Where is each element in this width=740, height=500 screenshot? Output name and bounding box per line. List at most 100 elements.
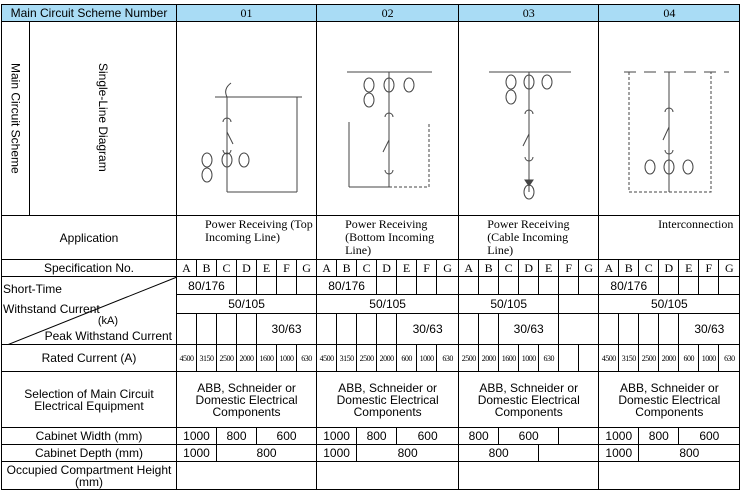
application-02: Power Receiving (Bottom Incoming Line) bbox=[316, 215, 460, 260]
rated-value: 1600 bbox=[498, 344, 520, 372]
application-03: Power Receiving (Cable Incoming Line) bbox=[458, 215, 600, 260]
scheme-number: 02 bbox=[316, 4, 460, 22]
short-time-value: 80/176 bbox=[176, 276, 237, 295]
short-time-value: 80/176 bbox=[316, 276, 378, 295]
rated-value bbox=[578, 344, 600, 372]
width-value: 1000 bbox=[176, 427, 217, 445]
spec-letter: C bbox=[216, 259, 237, 277]
spec-letter: F bbox=[276, 259, 297, 277]
spec-letter: A bbox=[458, 259, 480, 277]
peak-value: 30/63 bbox=[255, 313, 318, 345]
spec-letter: E bbox=[678, 259, 700, 277]
width-value: 600 bbox=[255, 427, 318, 445]
peak-value: 30/63 bbox=[396, 313, 460, 345]
rated-value: 2500 bbox=[638, 344, 660, 372]
scheme-number: 04 bbox=[598, 4, 740, 22]
spec-letter: A bbox=[598, 259, 620, 277]
single-line-diagram-03 bbox=[489, 71, 572, 200]
application-row: Application Power Receiving (Top Incomin… bbox=[1, 215, 740, 260]
selection-value: ABB, Schneider or Domestic Electrical Co… bbox=[458, 371, 600, 428]
selection-label: Selection of Main Circuit Electrical Equ… bbox=[1, 371, 177, 428]
spec-letter: D bbox=[236, 259, 257, 277]
spec-letter: A bbox=[316, 259, 338, 277]
peak-label: Peak Withstand Current bbox=[44, 329, 172, 343]
diagram-01 bbox=[175, 21, 318, 216]
spec-letter: D bbox=[658, 259, 680, 277]
width-label: Cabinet Width (mm) bbox=[1, 427, 177, 445]
spec-letter: G bbox=[578, 259, 600, 277]
rated-value: 2000 bbox=[658, 344, 680, 372]
short-time-value: 50/105 bbox=[598, 294, 740, 314]
rated-value: 4500 bbox=[316, 344, 338, 372]
selection-value: ABB, Schneider or Domestic Electrical Co… bbox=[316, 371, 460, 428]
rated-value: 630 bbox=[436, 344, 460, 372]
short-time-row: Short-Time Withstand Current (kA) Peak W… bbox=[1, 276, 740, 345]
application-04: Interconnection bbox=[598, 215, 740, 260]
rated-value: 2000 bbox=[376, 344, 398, 372]
spec-letter: F bbox=[558, 259, 580, 277]
spec-letter: G bbox=[436, 259, 460, 277]
spec-label: Specification No. bbox=[1, 259, 177, 277]
height-row: Occupied Compartment Height (mm) bbox=[1, 461, 740, 490]
width-value: 800 bbox=[216, 427, 257, 445]
spec-letter: B bbox=[336, 259, 358, 277]
rated-value: 2500 bbox=[216, 344, 237, 372]
rated-value: 1600 bbox=[256, 344, 277, 372]
width-value: 1000 bbox=[598, 427, 640, 445]
spec-letter: F bbox=[416, 259, 438, 277]
peak-value: 30/63 bbox=[678, 313, 740, 345]
width-value: 600 bbox=[396, 427, 460, 445]
rated-value: 630 bbox=[295, 344, 318, 372]
single-line-diagram-01 bbox=[201, 82, 302, 193]
scheme-table: Main Circuit Scheme Number 01 02 03 04 M… bbox=[1, 4, 740, 490]
rated-value: 2000 bbox=[236, 344, 257, 372]
height-label: Occupied Compartment Height (mm) bbox=[1, 461, 177, 490]
depth-value: 800 bbox=[356, 444, 460, 462]
single-line-label-cell: Single-Line Diagram bbox=[29, 21, 177, 216]
depth-value: 1000 bbox=[598, 444, 640, 462]
rated-value: 630 bbox=[538, 344, 560, 372]
width-value: 600 bbox=[678, 427, 740, 445]
single-line-diagram-02 bbox=[347, 71, 433, 188]
depth-value: 1000 bbox=[316, 444, 358, 462]
rated-value: 4500 bbox=[176, 344, 197, 372]
short-time-value: 50/105 bbox=[316, 294, 460, 314]
depth-value: 1000 bbox=[176, 444, 217, 462]
width-value: 800 bbox=[638, 427, 680, 445]
header-label: Main Circuit Scheme Number bbox=[1, 4, 177, 22]
rated-value: 1000 bbox=[518, 344, 540, 372]
short-time-value: 50/105 bbox=[458, 294, 560, 314]
depth-value: 800 bbox=[458, 444, 540, 462]
short-time-value: 80/176 bbox=[598, 276, 660, 295]
peak-row: 30/63 30/63 30/63 30/63 bbox=[2, 313, 740, 345]
spec-letter: G bbox=[295, 259, 318, 277]
selection-row: Selection of Main Circuit Electrical Equ… bbox=[1, 371, 740, 428]
spec-letter: C bbox=[498, 259, 520, 277]
rated-value: 2500 bbox=[458, 344, 480, 372]
rated-value: 630 bbox=[718, 344, 740, 372]
rated-value: 1000 bbox=[698, 344, 720, 372]
short-time-row-2: 50/105 50/105 50/105 50/105 bbox=[2, 294, 740, 314]
width-value: 600 bbox=[498, 427, 560, 445]
rated-value: 600 bbox=[678, 344, 700, 372]
rated-value: 1000 bbox=[416, 344, 438, 372]
single-line-diagram-label: Single-Line Diagram bbox=[96, 62, 110, 172]
selection-value: ABB, Schneider or Domestic Electrical Co… bbox=[175, 371, 318, 428]
diagram-02 bbox=[316, 21, 460, 216]
spec-letter: E bbox=[256, 259, 277, 277]
rated-value: 3150 bbox=[336, 344, 358, 372]
diagram-row: Main Circuit Scheme Single-Line Diagram bbox=[1, 21, 740, 216]
application-label: Application bbox=[1, 215, 177, 260]
rated-value: 3150 bbox=[196, 344, 217, 372]
application-01: Power Receiving (Top Incoming Line) bbox=[175, 215, 318, 260]
rated-value: 4500 bbox=[598, 344, 620, 372]
spec-letter: B bbox=[478, 259, 500, 277]
spec-letter: F bbox=[698, 259, 720, 277]
spec-letter: E bbox=[538, 259, 560, 277]
spec-letter: D bbox=[518, 259, 540, 277]
width-value: 800 bbox=[356, 427, 398, 445]
rated-value bbox=[558, 344, 580, 372]
spec-letter: D bbox=[376, 259, 398, 277]
